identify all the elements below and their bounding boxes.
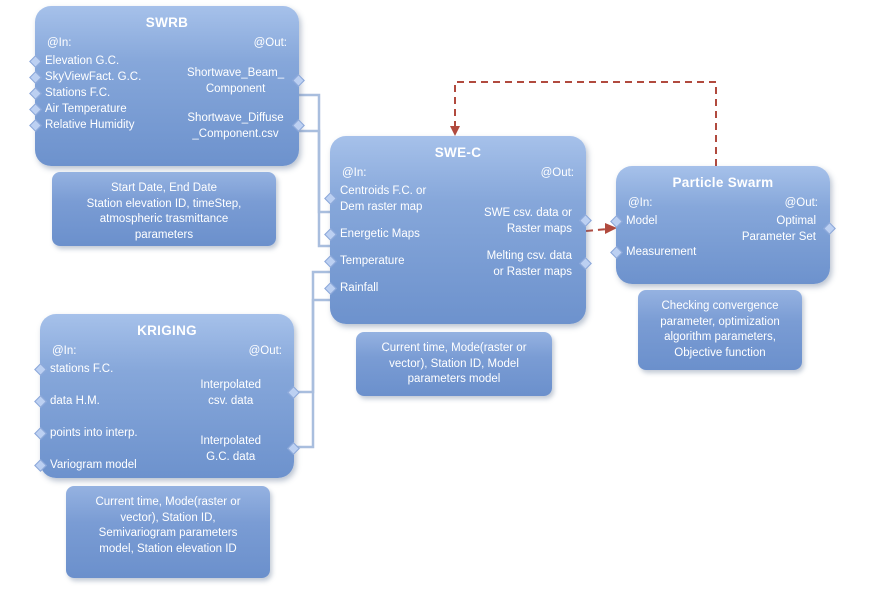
- port-input: Temperature: [324, 253, 470, 269]
- port-label: Measurement: [626, 246, 697, 258]
- port-output: Shortwave_Diffuse _Component.csv: [184, 110, 305, 142]
- note-particle-parameters: Checking convergence parameter, optimiza…: [638, 290, 802, 370]
- port-input: SkyViewFact. G.C.: [29, 69, 179, 85]
- port-label: Energetic Maps: [340, 228, 420, 240]
- port-label: Interpolated csv. data: [200, 379, 262, 407]
- connector-diamond-icon: [324, 282, 337, 295]
- out-label: @Out:: [248, 345, 282, 357]
- port-output: Interpolated csv. data: [183, 377, 300, 409]
- in-label: @In:: [52, 345, 77, 357]
- connector-kriging-csv-to-swec: [294, 270, 330, 394]
- connector-swrb-beam-to-swec: [299, 93, 330, 214]
- port-label: Interpolated G.C. data: [200, 435, 262, 463]
- in-label: @In:: [47, 37, 72, 49]
- port-label: stations F.C.: [50, 363, 114, 375]
- port-output: SWE csv. data or Raster maps: [475, 205, 592, 237]
- port-label: Variogram model: [50, 459, 137, 471]
- port-input: points into interp.: [34, 425, 179, 441]
- in-label: @In:: [628, 197, 653, 209]
- port-output: Shortwave_Beam_ Component: [184, 65, 305, 97]
- node-title-particle-swarm: Particle Swarm: [672, 175, 774, 190]
- connector-diamond-icon: [324, 192, 337, 205]
- connector-diamond-icon: [579, 257, 592, 270]
- port-output: Interpolated G.C. data: [183, 433, 300, 465]
- connector-diamond-icon: [324, 228, 337, 241]
- connector-diamond-icon: [610, 215, 623, 228]
- connector-diamond-icon: [287, 442, 300, 455]
- connector-diamond-icon: [34, 427, 47, 440]
- node-particle-swarm: Particle Swarm @In: @Out: Model Measurem…: [610, 166, 836, 284]
- port-label: Centroids F.C. or Dem raster map: [340, 185, 427, 213]
- note-swrb-parameters: Start Date, End Date Station elevation I…: [52, 172, 276, 246]
- port-label: Air Temperature: [45, 103, 127, 115]
- port-label: points into interp.: [50, 427, 138, 439]
- port-input: Centroids F.C. or Dem raster map: [324, 183, 470, 215]
- connector-diamond-icon: [292, 74, 305, 87]
- port-input: Air Temperature: [29, 101, 179, 117]
- connector-kriging-gc-to-swec: [294, 298, 330, 449]
- connector-diamond-icon: [292, 119, 305, 132]
- connector-diamond-icon: [34, 363, 47, 376]
- note-swec-parameters: Current time, Mode(raster or vector), St…: [356, 332, 552, 396]
- port-label: Shortwave_Beam_ Component: [186, 67, 285, 95]
- port-label: Optimal Parameter Set: [741, 215, 816, 243]
- port-input: Model: [610, 213, 733, 229]
- arrowhead-into-swec-icon: [450, 126, 460, 136]
- connector-swec-to-particle: [585, 228, 608, 232]
- connector-diamond-icon: [29, 103, 42, 116]
- out-label: @Out:: [540, 167, 574, 179]
- port-output: Melting csv. data or Raster maps: [475, 248, 592, 280]
- port-input: Stations F.C.: [29, 85, 179, 101]
- node-title-kriging: KRIGING: [137, 323, 197, 338]
- connector-diamond-icon: [287, 386, 300, 399]
- port-label: SkyViewFact. G.C.: [45, 71, 142, 83]
- port-label: SWE csv. data or Raster maps: [484, 207, 572, 235]
- connector-diamond-icon: [29, 55, 42, 68]
- connector-diamond-icon: [29, 87, 42, 100]
- port-label: Melting csv. data or Raster maps: [486, 250, 572, 278]
- connector-diamond-icon: [34, 395, 47, 408]
- port-input: stations F.C.: [34, 361, 179, 377]
- in-label: @In:: [342, 167, 367, 179]
- connector-diamond-icon: [823, 222, 836, 235]
- port-label: Model: [626, 215, 658, 227]
- node-title-swec: SWE-C: [434, 145, 482, 160]
- out-label: @Out:: [253, 37, 287, 49]
- port-label: Shortwave_Diffuse _Component.csv: [187, 112, 284, 140]
- connector-diamond-icon: [610, 246, 623, 259]
- port-input: Rainfall: [324, 280, 470, 296]
- connector-diamond-icon: [29, 71, 42, 84]
- port-output: Optimal Parameter Set: [737, 213, 836, 245]
- node-swrb: SWRB @In: @Out: Elevation G.C. SkyViewFa…: [29, 6, 305, 166]
- connector-swrb-diffuse-to-swec: [299, 129, 330, 248]
- node-swec: SWE-C @In: @Out: Centroids F.C. or Dem r…: [324, 136, 592, 324]
- connector-diamond-icon: [34, 459, 47, 472]
- node-kriging: KRIGING @In: @Out: stations F.C. data H.…: [34, 314, 300, 478]
- connector-diamond-icon: [579, 214, 592, 227]
- out-label: @Out:: [784, 197, 818, 209]
- connector-diamond-icon: [324, 255, 337, 268]
- port-input: Variogram model: [34, 457, 179, 473]
- node-title-swrb: SWRB: [145, 15, 189, 30]
- port-label: Stations F.C.: [45, 87, 111, 99]
- port-input: Elevation G.C.: [29, 53, 179, 69]
- port-label: data H.M.: [50, 395, 100, 407]
- port-input: Energetic Maps: [324, 226, 470, 242]
- port-label: Elevation G.C.: [45, 55, 120, 67]
- port-input: data H.M.: [34, 393, 179, 409]
- port-input: Relative Humidity: [29, 117, 179, 133]
- port-label: Relative Humidity: [45, 119, 135, 131]
- port-label: Rainfall: [340, 282, 379, 294]
- connector-diamond-icon: [29, 119, 42, 132]
- note-kriging-parameters: Current time, Mode(raster or vector), St…: [66, 486, 270, 578]
- port-input: Measurement: [610, 244, 733, 260]
- port-label: Temperature: [340, 255, 405, 267]
